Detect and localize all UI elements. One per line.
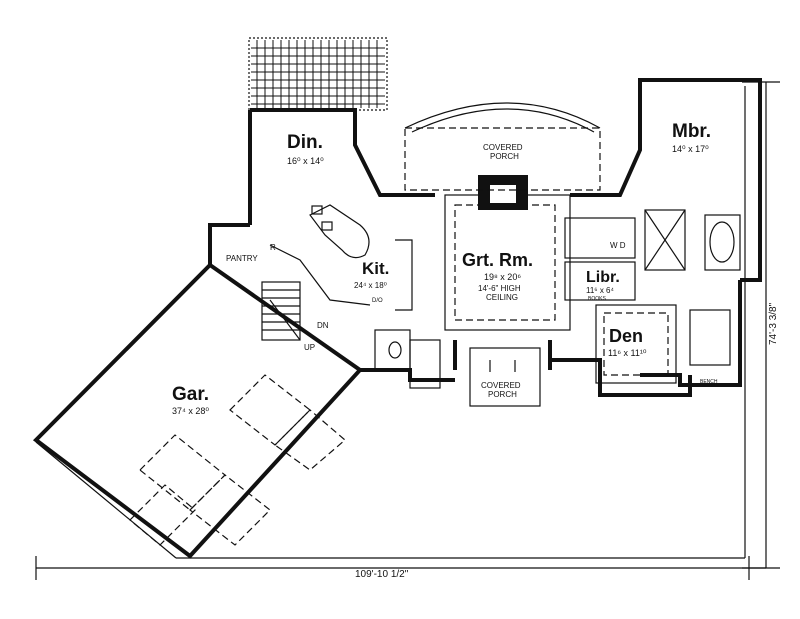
- stair-dn-label: DN: [317, 321, 329, 330]
- overall-depth-dimension: 74'-3 3/8": [768, 302, 779, 345]
- refrigerator-label: R: [270, 243, 276, 252]
- kitchen-island: [309, 204, 370, 259]
- great-room-ceiling-note-2: CEILING: [486, 293, 518, 302]
- room-dims-dining: 16⁰ x 14⁰: [287, 156, 324, 166]
- great-room: [444, 175, 571, 331]
- pantry-label: PANTRY: [226, 254, 258, 263]
- overall-width-dimension: 109'-10 1/2": [355, 569, 409, 580]
- room-label-garage: Gar.: [172, 384, 209, 405]
- dishwasher-label: D/O: [372, 298, 383, 304]
- master-bath: [644, 209, 741, 366]
- front-porch-label-line1: COVERED: [481, 381, 521, 390]
- rear-porch-label-line2: PORCH: [490, 152, 519, 161]
- washer-dryer-label: W D: [610, 241, 626, 250]
- room-label-dining: Din.: [287, 132, 323, 153]
- room-dims-master: 14⁰ x 17⁰: [672, 144, 709, 154]
- den: [595, 304, 677, 384]
- room-dims-library: 11⁶ x 6⁴: [586, 286, 614, 295]
- room-dims-garage: 37⁴ x 28⁰: [172, 406, 209, 416]
- rear-porch-label-line1: COVERED: [483, 143, 523, 152]
- room-label-kitchen: Kit.: [362, 259, 389, 278]
- front-porch-label-line2: PORCH: [488, 390, 517, 399]
- stair-up-label: UP: [304, 343, 315, 352]
- room-label-great-room: Grt. Rm.: [462, 250, 533, 270]
- room-dims-kitchen: 24⁴ x 18⁰: [354, 281, 387, 290]
- stair: [261, 281, 301, 341]
- front-porch: [469, 347, 541, 407]
- room-label-den: Den: [609, 326, 643, 346]
- garage-bays: [129, 374, 346, 546]
- library-block: [564, 217, 636, 301]
- powder-room: [374, 329, 441, 389]
- bench-label: BENCH: [700, 379, 718, 385]
- rear-porch: [404, 127, 601, 191]
- room-dims-great-room: 19⁸ x 20⁶: [484, 272, 521, 282]
- kitchen-counters: [269, 239, 413, 311]
- great-room-ceiling-note-1: 14'-6" HIGH: [478, 284, 521, 293]
- dimension-lines: [35, 81, 780, 580]
- room-label-master: Mbr.: [672, 121, 711, 142]
- room-dims-den: 11⁶ x 11¹⁰: [608, 348, 647, 358]
- room-label-library: Libr.: [586, 269, 620, 286]
- exterior-walls: [32, 78, 762, 559]
- books-label: BOOKS: [588, 296, 606, 302]
- trellis-patio: [248, 37, 388, 111]
